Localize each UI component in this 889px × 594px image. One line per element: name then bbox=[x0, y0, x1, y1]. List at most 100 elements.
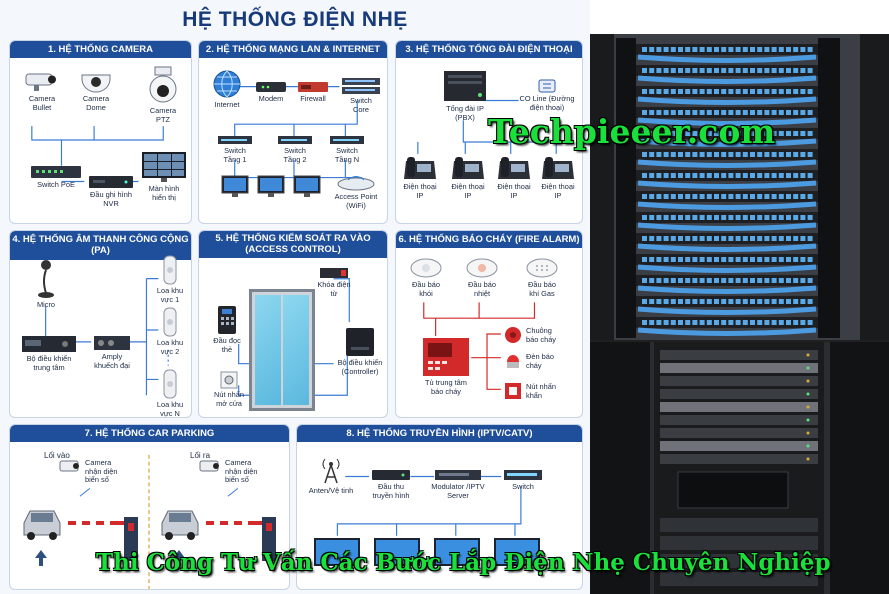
fire-strobe-light: Đèn báo cháy bbox=[504, 351, 574, 370]
tv-icon bbox=[374, 538, 420, 566]
modulator-icon bbox=[435, 470, 481, 480]
lpr-camera-icon bbox=[199, 460, 219, 472]
panel-parking-title: 7. HỆ THỐNG CAR PARKING bbox=[10, 425, 289, 443]
heat-detector-icon bbox=[466, 258, 498, 278]
pa-controller: Bộ điều khiển trung tâm bbox=[18, 335, 80, 372]
wifi-router-icon bbox=[337, 176, 375, 191]
access-point: Access Point (WiFi) bbox=[331, 173, 381, 210]
ip-phone-2: Điện thoại IP bbox=[448, 155, 488, 200]
nvr-icon bbox=[89, 176, 133, 188]
exit-lpr-camera: Camera nhận diện biển số bbox=[198, 457, 278, 485]
ptz-camera-icon bbox=[149, 66, 177, 103]
ip-phone-4: Điện thoại IP bbox=[538, 155, 578, 200]
switch-icon bbox=[218, 136, 252, 144]
arrow-up-icon bbox=[173, 550, 185, 566]
panel-pbx: 3. HỆ THỐNG TỔNG ĐÀI ĐIỆN THOẠI Tổng đài… bbox=[395, 40, 583, 224]
speaker-zone-n: Loa khu vực N bbox=[150, 369, 190, 417]
co-line: CO Line (Đường điện thoại) bbox=[514, 79, 580, 112]
exit-button: Nút nhấn mở cửa bbox=[207, 371, 251, 408]
strobe-light-icon bbox=[507, 354, 519, 368]
arrow-up-icon bbox=[35, 550, 47, 566]
pc-icon bbox=[257, 175, 285, 197]
panel-pa-title: 4. HỆ THỐNG ÂM THANH CÔNG CỘNG (PA) bbox=[10, 231, 191, 260]
tv-icon bbox=[434, 538, 480, 566]
entry-lane-label: Lối vào bbox=[44, 451, 70, 460]
rack-photo-column bbox=[590, 34, 889, 594]
switch-floor-n: Switch Tầng N bbox=[327, 135, 367, 164]
card-reader-icon bbox=[218, 306, 236, 334]
catv-wiring bbox=[336, 475, 522, 536]
manual-call-point-icon bbox=[505, 382, 521, 399]
fire-bell: Chuông báo cháy bbox=[504, 325, 574, 344]
push-button-icon bbox=[220, 371, 238, 389]
amplifier: Amply khuếch đại bbox=[90, 335, 134, 370]
nvr-recorder: Đầu ghi hình NVR bbox=[84, 175, 138, 208]
speaker-icon bbox=[163, 307, 177, 337]
monitor-icon bbox=[142, 152, 186, 182]
pbx-wiring bbox=[417, 99, 557, 154]
controller-unit-icon bbox=[22, 336, 76, 352]
ip-phone-icon bbox=[452, 157, 484, 179]
card-reader: Đầu đọc thẻ bbox=[207, 305, 247, 354]
switch-floor-1: Switch Tầng 1 bbox=[215, 135, 255, 164]
switch-poe: Switch PoE bbox=[28, 165, 84, 190]
magnetic-lock-icon bbox=[320, 268, 348, 278]
exit-lane-label: Lối ra bbox=[190, 451, 211, 460]
microphone: Micro bbox=[24, 259, 68, 310]
pc-icon bbox=[221, 175, 249, 197]
ip-phone-icon bbox=[498, 157, 530, 179]
ip-pbx: Tổng đài IP (PBX) bbox=[440, 69, 490, 122]
panel-pbx-title: 3. HỆ THỐNG TỔNG ĐÀI ĐIỆN THOẠI bbox=[396, 41, 582, 59]
emergency-button: Nút nhấn khẩn bbox=[504, 381, 574, 400]
microphone-icon bbox=[38, 260, 54, 298]
tv-icon bbox=[314, 538, 360, 566]
panel-pa: 4. HỆ THỐNG ÂM THANH CÔNG CỘNG (PA) Micr… bbox=[9, 230, 192, 418]
tv-icon bbox=[494, 538, 540, 566]
panel-catv: 8. HỆ THỐNG TRUYỀN HÌNH (IPTV/CATV) Ante… bbox=[296, 424, 583, 590]
amplifier-icon bbox=[94, 336, 130, 350]
bottom-caption: Thi Công Tư Vấn Các Bước Lắp Điện Nhẹ Ch… bbox=[96, 549, 831, 576]
parking-road bbox=[79, 454, 239, 589]
monitor-display: Màn hình hiển thị bbox=[138, 151, 190, 202]
panel-camera: 1. HỆ THỐNG CAMERA Camera Bullet Camera … bbox=[9, 40, 192, 224]
switch-icon bbox=[330, 136, 364, 144]
panel-access: 5. HỆ THỐNG KIỂM SOÁT RA VÀO (ACCESS CON… bbox=[198, 230, 388, 418]
gas-detector-icon bbox=[526, 258, 558, 278]
fire-alarm-panel: Tủ trung tâm báo cháy bbox=[416, 337, 476, 396]
speaker-icon bbox=[163, 255, 177, 285]
smoke-detector: Đầu báo khói bbox=[406, 257, 446, 298]
ip-phone-3: Điện thoại IP bbox=[494, 155, 534, 200]
panel-lan-title: 2. HỆ THỐNG MẠNG LAN & INTERNET bbox=[199, 41, 387, 59]
heat-detector: Đầu báo nhiệt bbox=[462, 257, 502, 298]
firewall-icon bbox=[298, 82, 328, 92]
barrier-gate-icon bbox=[68, 517, 138, 561]
panel-fire: 6. HỆ THỐNG BÁO CHÁY (FIRE ALARM) Đầu bá… bbox=[395, 230, 583, 418]
entry-lpr-camera: Camera nhận diện biển số bbox=[58, 457, 138, 485]
switch-core: Switch Core bbox=[339, 77, 383, 114]
fire-wiring bbox=[423, 302, 536, 390]
camera-dome: Camera Dome bbox=[75, 67, 117, 112]
car-icon bbox=[23, 510, 61, 540]
server-rack-photo bbox=[590, 342, 889, 594]
electric-lock: Khóa điện từ bbox=[309, 267, 359, 298]
panel-catv-title: 8. HỆ THỐNG TRUYỀN HÌNH (IPTV/CATV) bbox=[297, 425, 582, 443]
fire-panel-icon bbox=[423, 338, 469, 376]
site-watermark: Techpieeer.com bbox=[488, 112, 776, 151]
speaker-zone-2: Loa khu vực 2 bbox=[150, 307, 190, 356]
switch-floor-2: Switch Tầng 2 bbox=[275, 135, 315, 164]
main-title: HỆ THỐNG ĐIỆN NHẸ bbox=[182, 8, 408, 31]
panel-fire-title: 6. HỆ THỐNG BÁO CHÁY (FIRE ALARM) bbox=[396, 231, 582, 249]
antenna-icon bbox=[322, 458, 340, 484]
catv-switch: Switch bbox=[501, 469, 545, 492]
modem: Modem bbox=[253, 81, 289, 104]
tv-receiver: Đầu thu truyền hình bbox=[367, 469, 415, 500]
infographic: HỆ THỐNG ĐIỆN NHẸ 1. HỆ THỐNG CAMERA Cam… bbox=[0, 0, 590, 594]
controller-box-icon bbox=[346, 328, 374, 356]
panel-lan: 2. HỆ THỐNG MẠNG LAN & INTERNET Internet… bbox=[198, 40, 388, 224]
dome-camera-icon bbox=[81, 74, 111, 93]
glass-door bbox=[249, 289, 315, 411]
lpr-camera-icon bbox=[59, 460, 79, 472]
speaker-icon bbox=[163, 369, 177, 399]
telephone-line-icon bbox=[538, 79, 556, 93]
panel-camera-title: 1. HỆ THỐNG CAMERA bbox=[10, 41, 191, 59]
